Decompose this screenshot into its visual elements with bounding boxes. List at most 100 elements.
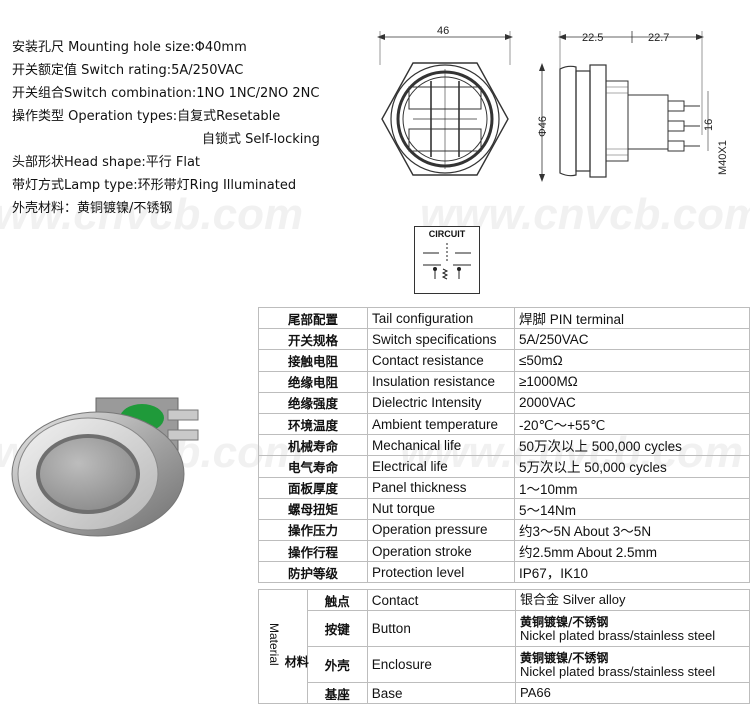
dim-side-2: 22.7: [648, 32, 669, 44]
row-label-en: Switch specifications: [367, 328, 515, 351]
row-label-zh: 环境温度: [258, 412, 368, 436]
row-label-zh: 接触电阻: [258, 349, 368, 372]
watermark: www.cnvcb.com: [0, 190, 304, 239]
row-value: ≤50mΩ: [514, 349, 750, 372]
table-row: Material 材料 触点 Contact 银合金 Silver alloy: [258, 588, 750, 705]
table-row: 绝缘强度 Dielectric Intensity 2000VAC: [258, 391, 750, 414]
row-label-zh: 机械寿命: [258, 434, 368, 457]
row-label-zh: 操作行程: [258, 540, 368, 563]
row-value: 约3～5N About 3～5N: [514, 518, 750, 542]
dim-thread: M40X1: [717, 140, 729, 175]
spec-head-shape: 头部形状Head shape:平行 Flat: [12, 155, 201, 170]
table-row: 开关规格 Switch specifications 5A/250VAC: [258, 328, 750, 351]
material-value-zh: 银合金 Silver alloy: [520, 592, 626, 608]
row-label-en: Electrical life: [367, 455, 515, 478]
material-part-zh: 基座: [306, 682, 368, 705]
material-label-zh: 材料: [284, 655, 309, 670]
spec-switch-combination: 开关组合Switch combination:1NO 1NC/2NO 2NC: [12, 86, 320, 101]
row-label-zh: 绝缘电阻: [258, 370, 368, 393]
dim-small: 16: [703, 119, 715, 131]
row-label-en: Nut torque: [367, 497, 515, 520]
spec-mounting-hole: 安装孔尺 Mounting hole size:Φ40mm: [12, 40, 247, 55]
material-part-en: Button: [366, 610, 517, 648]
table-row: 操作压力 Operation pressure 约3～5N About 3～5N: [258, 518, 750, 542]
spec-operation-types: 操作类型 Operation types:自复式Resetable: [12, 109, 281, 124]
spec-switch-rating: 开关额定值 Switch rating:5A/250VAC: [12, 63, 244, 78]
row-value: 5A/250VAC: [514, 328, 750, 351]
row-label-en: Tail configuration: [367, 306, 515, 330]
table-row: 螺母扭矩 Nut torque 5～14Nm: [258, 497, 750, 520]
material-part-en: Base: [366, 682, 517, 705]
row-label-en: Operation stroke: [367, 540, 515, 563]
row-label-en: Operation pressure: [367, 518, 515, 542]
row-value: 1～10mm: [514, 476, 750, 499]
row-value: IP67，IK10: [514, 561, 750, 584]
table-row: 电气寿命 Electrical life 5万次以上 50,000 cycles: [258, 455, 750, 478]
row-value: 5万次以上 50,000 cycles: [514, 455, 750, 478]
material-value-zh: 黄铜镀镍/不锈钢: [520, 614, 609, 629]
table-row: 机械寿命 Mechanical life 50万次以上 500,000 cycl…: [258, 434, 750, 457]
table-row: 尾部配置 Tail configuration 焊脚 PIN terminal: [258, 306, 750, 330]
row-label-zh: 面板厚度: [258, 476, 368, 499]
material-value-en: Nickel plated brass/stainless steel: [520, 627, 716, 643]
row-label-zh: 绝缘强度: [258, 391, 368, 414]
table-row: 按键 Button 黄铜镀镍/不锈钢 Nickel plated brass/s…: [259, 610, 750, 648]
material-value: PA66: [515, 682, 750, 705]
row-label-en: Dielectric Intensity: [367, 391, 515, 414]
dim-front-width: 46: [437, 25, 449, 37]
row-label-en: Panel thickness: [367, 476, 515, 499]
table-row: 面板厚度 Panel thickness 1～10mm: [258, 476, 750, 499]
material-value-en: Nickel plated brass/stainless steel: [520, 663, 716, 679]
row-value: 5～14Nm: [514, 497, 750, 520]
table-row: 绝缘电阻 Insulation resistance ≥1000MΩ: [258, 370, 750, 393]
row-label-en: Contact resistance: [367, 349, 515, 372]
material-part-zh: 外壳: [306, 646, 368, 684]
material-label-en: Material: [266, 623, 281, 667]
row-label-zh: 开关规格: [258, 328, 368, 351]
spec-enclosure-material: 外壳材料：黄铜镀镍/不锈钢: [12, 201, 173, 216]
material-part-zh: 触点: [306, 588, 368, 612]
row-value: 约2.5mm About 2.5mm: [514, 540, 750, 563]
row-label-en: Protection level: [367, 561, 515, 584]
specifications-table: 尾部配置 Tail configuration 焊脚 PIN terminal …: [258, 306, 750, 584]
table-row: 环境温度 Ambient temperature -20℃～+55℃: [258, 412, 750, 436]
row-label-zh: 尾部配置: [258, 306, 368, 330]
row-label-zh: 操作压力: [258, 518, 368, 542]
row-value: 50万次以上 500,000 cycles: [514, 434, 750, 457]
dim-diameter: Φ46: [537, 116, 549, 137]
spec-self-locking: 自锁式 Self-locking: [202, 132, 320, 147]
row-label-zh: 电气寿命: [258, 455, 368, 478]
front-view-drawing: 46: [377, 25, 513, 176]
row-label-en: Insulation resistance: [367, 370, 515, 393]
material-value-zh: PA66: [520, 685, 551, 701]
material-value: 黄铜镀镍/不锈钢 Nickel plated brass/stainless s…: [515, 610, 750, 648]
spec-lamp-type: 带灯方式Lamp type:环形带灯Ring Illuminated: [12, 178, 297, 193]
row-value: 2000VAC: [514, 391, 750, 414]
row-label-en: Mechanical life: [367, 434, 515, 457]
row-label-zh: 螺母扭矩: [258, 497, 368, 520]
product-photo: [11, 397, 199, 537]
material-part-en: Enclosure: [366, 646, 517, 684]
material-part-zh: 按键: [306, 610, 368, 648]
row-label-en: Ambient temperature: [367, 412, 515, 436]
material-value-zh: 黄铜镀镍/不锈钢: [520, 650, 609, 665]
table-row: 基座 Base PA66: [259, 682, 750, 705]
row-label-zh: 防护等级: [258, 561, 368, 584]
circuit-diagram: CIRCUIT: [414, 226, 480, 294]
material-value: 银合金 Silver alloy: [515, 588, 750, 612]
material-value: 黄铜镀镍/不锈钢 Nickel plated brass/stainless s…: [515, 646, 750, 684]
row-value: ≥1000MΩ: [514, 370, 750, 393]
material-part-en: Contact: [366, 588, 517, 612]
material-label: Material 材料: [258, 588, 309, 705]
side-view-drawing: 22.5 22.7 Φ46 M40X1 16: [537, 31, 729, 182]
row-value: 焊脚 PIN terminal: [514, 306, 750, 330]
table-row: 操作行程 Operation stroke 约2.5mm About 2.5mm: [258, 540, 750, 563]
table-row: 防护等级 Protection level IP67，IK10: [258, 561, 750, 584]
table-row: 外壳 Enclosure 黄铜镀镍/不锈钢 Nickel plated bras…: [259, 646, 750, 684]
table-row: 接触电阻 Contact resistance ≤50mΩ: [258, 349, 750, 372]
dim-side-1: 22.5: [582, 32, 603, 44]
circuit-title: CIRCUIT: [428, 229, 466, 239]
circuit-symbol-icon: [423, 243, 471, 280]
row-value: -20℃～+55℃: [514, 412, 750, 436]
material-table: Material 材料 触点 Contact 银合金 Silver alloy …: [258, 588, 750, 705]
